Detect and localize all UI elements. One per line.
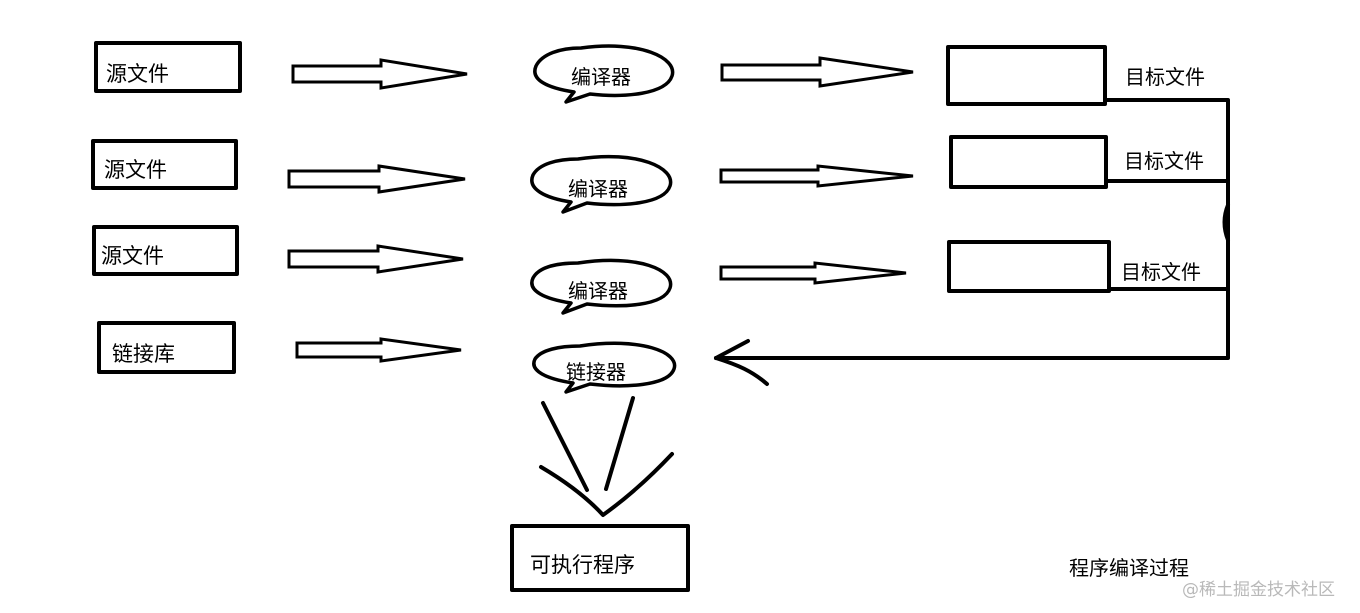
arrow-input-2: [287, 164, 466, 194]
exe-arrow-head: [539, 452, 674, 517]
input-label-1: 源文件: [106, 62, 169, 86]
line-wiggle: [1222, 203, 1230, 242]
output-box-2: [949, 135, 1108, 189]
linker-to-exe-line-left: [541, 401, 589, 492]
input-label-3: 源文件: [101, 244, 164, 268]
result-box: [510, 524, 690, 592]
input-box-2: [91, 139, 238, 190]
input-label-2: 源文件: [104, 158, 167, 182]
input-box-1: [94, 41, 242, 93]
compiler-label-3: 编译器: [568, 279, 628, 303]
compiler-label-1: 编译器: [571, 65, 631, 89]
back-arrow-head-lower: [714, 356, 769, 386]
output-box-3: [947, 240, 1111, 293]
output-box-1: [946, 45, 1107, 106]
input-box-3: [92, 225, 239, 276]
back-arrow-head-upper: [714, 339, 750, 360]
output-label-1: 目标文件: [1125, 65, 1205, 89]
library-box: [97, 321, 236, 374]
linker-bubble: [532, 341, 677, 394]
compiler-bubble-2: [530, 154, 673, 214]
watermark: @稀土掘金技术社区: [1182, 580, 1335, 600]
arrow-output-2: [719, 164, 914, 188]
object-collect-line: [714, 98, 1230, 360]
compiler-label-2: 编译器: [568, 177, 628, 201]
arrow-output-3: [719, 261, 907, 285]
arrow-output-1: [720, 56, 914, 88]
compiler-bubble-1: [533, 44, 675, 104]
arrow-library: [295, 337, 462, 363]
output-label-3: 目标文件: [1121, 260, 1201, 284]
output-label-2: 目标文件: [1124, 149, 1204, 173]
linker-to-exe-line-right: [604, 396, 635, 491]
library-label: 链接库: [112, 342, 175, 366]
executable-label: 可执行程序: [530, 553, 635, 577]
linker-label: 链接器: [566, 360, 626, 384]
compiler-bubble-3: [530, 258, 673, 315]
diagram-caption: 程序编译过程: [1069, 556, 1189, 580]
arrow-input-3: [287, 244, 464, 274]
arrow-input-1: [291, 58, 468, 90]
